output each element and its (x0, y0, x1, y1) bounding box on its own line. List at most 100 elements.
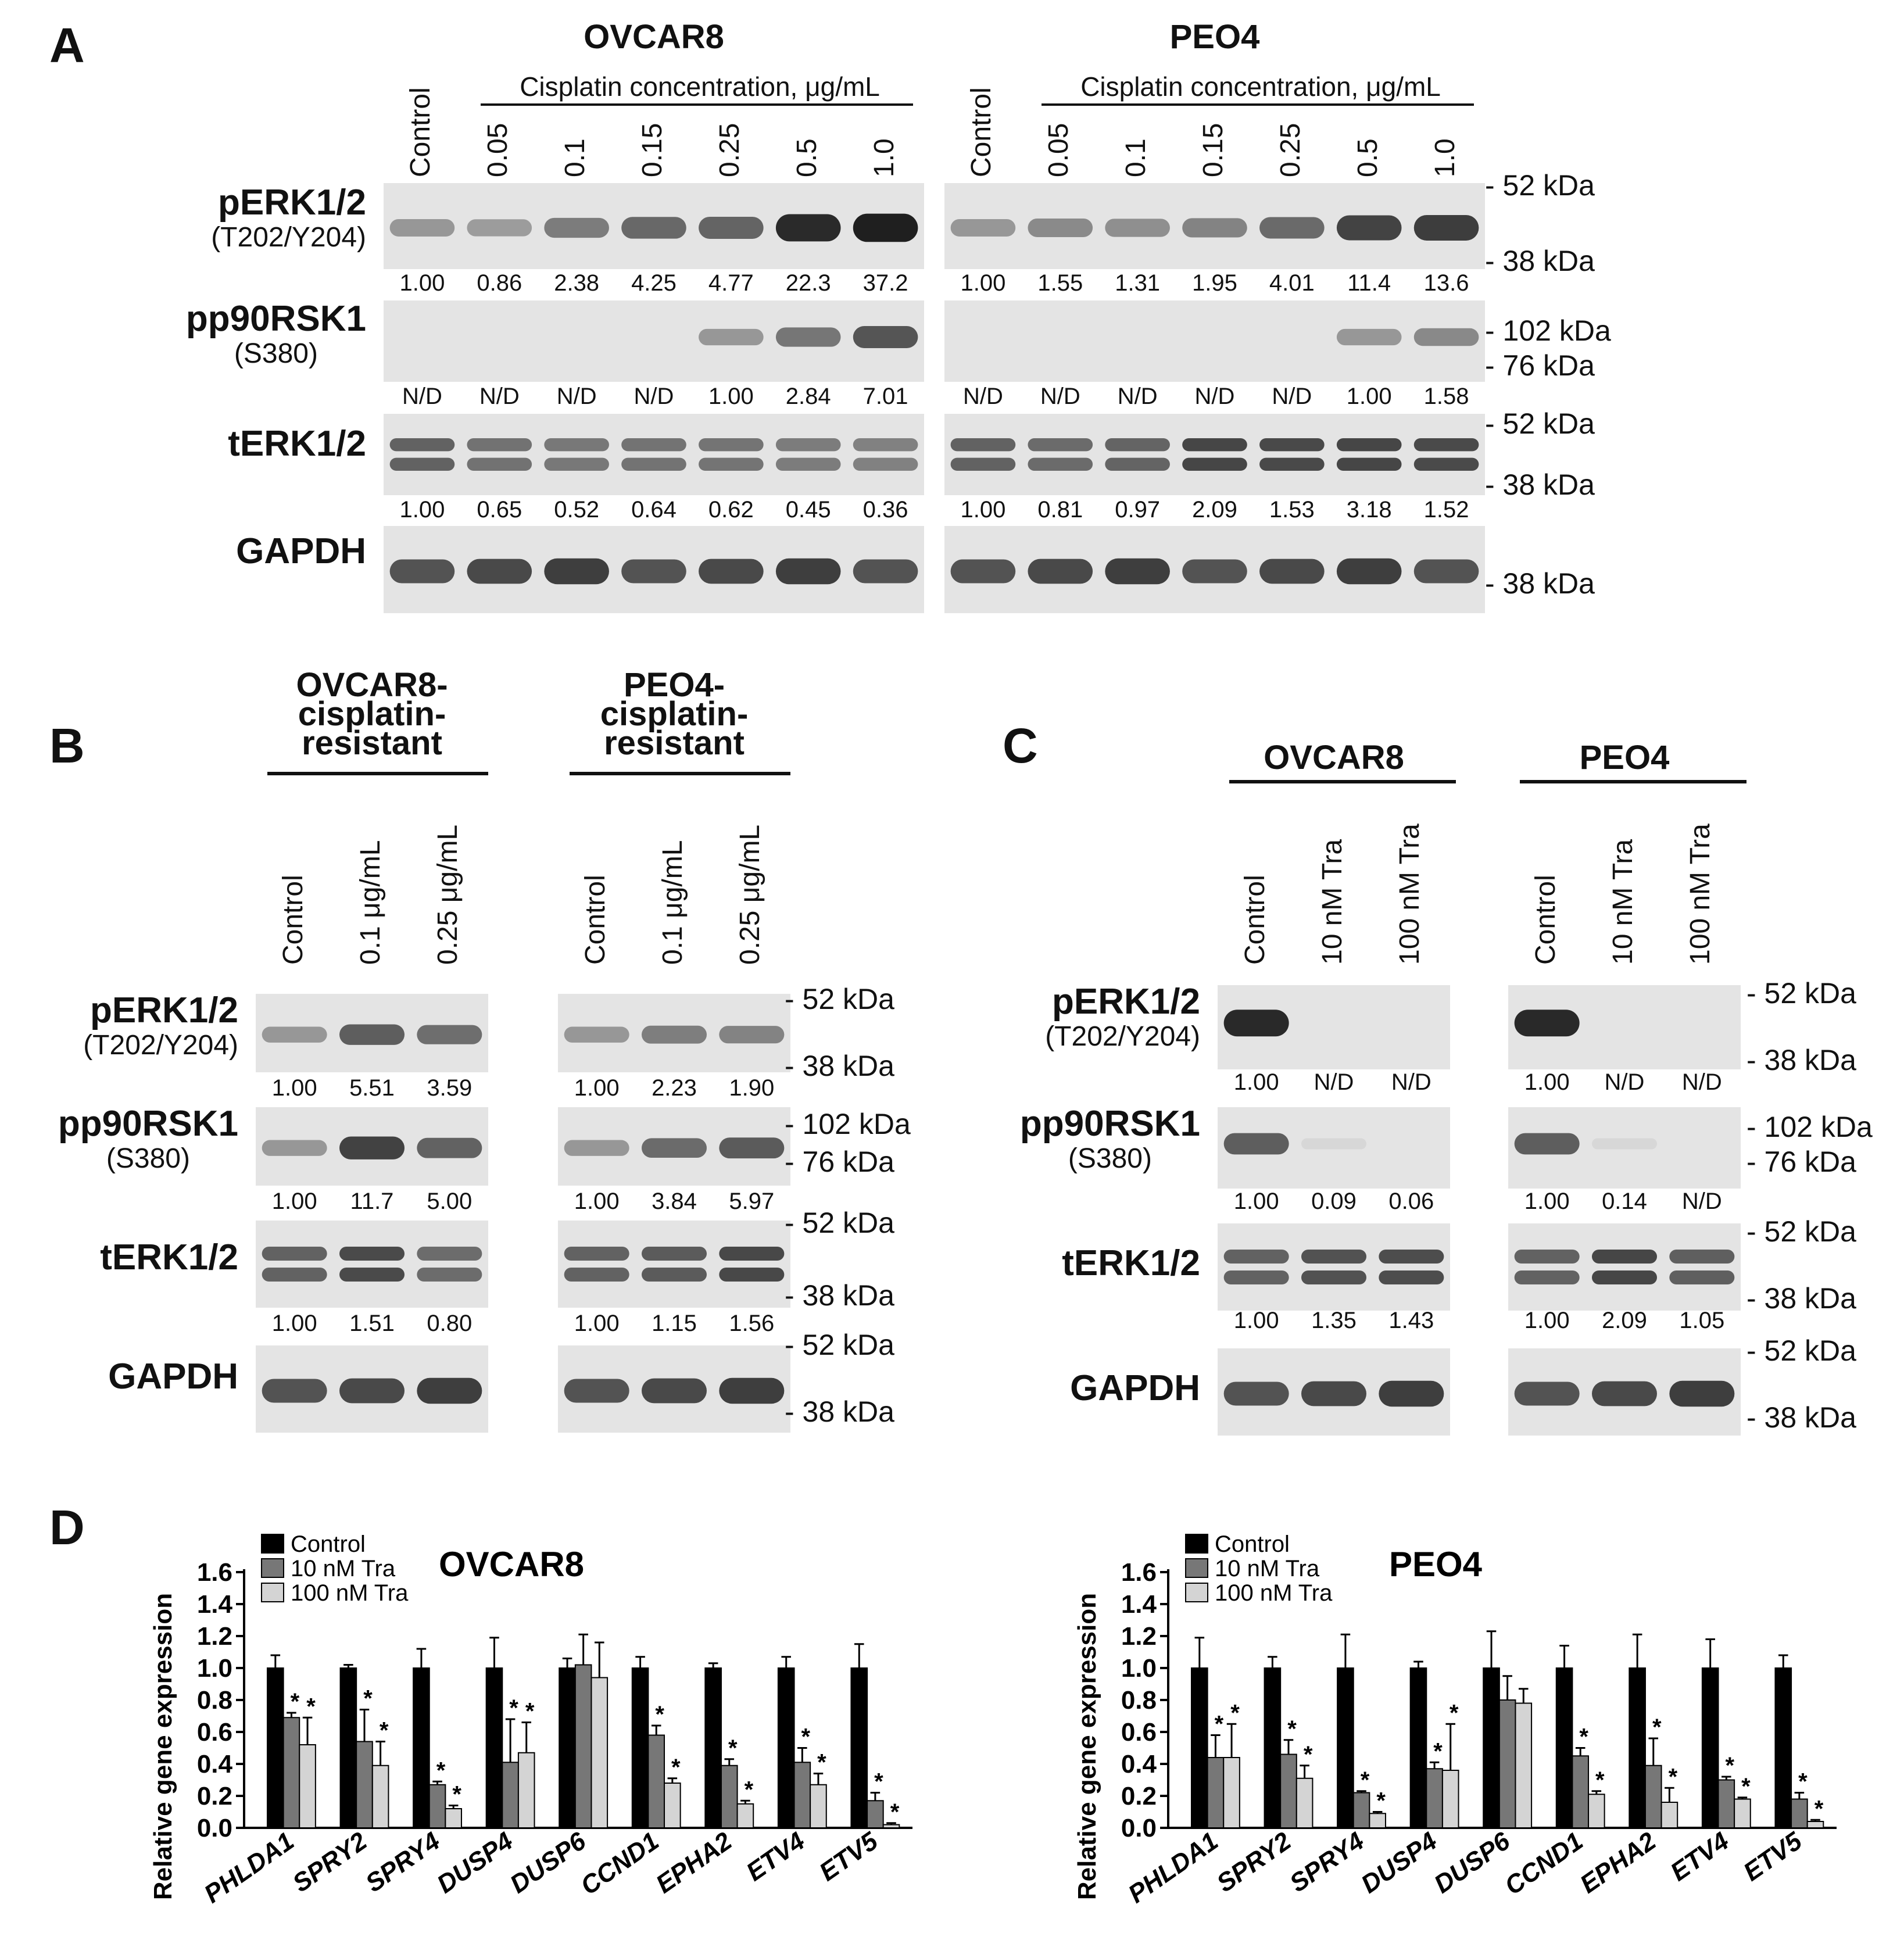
panel-c-rowlabel-2-name: tERK1/2 (1062, 1243, 1200, 1283)
x-tick-label: EPHA2 (651, 1827, 738, 1899)
blot-band (262, 1379, 327, 1403)
blot-band (262, 1247, 327, 1261)
panel-a-lane-1-0: Control (966, 87, 997, 177)
blot-band (262, 1026, 327, 1043)
bar (559, 1667, 576, 1828)
panel-a-rowlabel-0-site: (T202/Y204) (211, 222, 366, 253)
panel-c-blot-0-terk (1218, 1223, 1450, 1311)
significance-mark: * (890, 1799, 900, 1825)
blot-band (1028, 559, 1093, 584)
panel-a-quant-0-prsk-0: N/D (402, 384, 442, 409)
panel-b-rowlabel-3-name: GAPDH (108, 1357, 238, 1397)
bar (850, 1667, 868, 1828)
panel-c-blot-0-prsk (1218, 1107, 1450, 1189)
panel-a-lane-1-5: 0.5 (1352, 138, 1383, 177)
panel-a-quant-0-perk-4: 4.77 (708, 270, 754, 296)
bar (1791, 1798, 1808, 1828)
blot-band (1336, 328, 1402, 346)
bar (590, 1677, 609, 1828)
panel-a-quant-0-prsk-3: N/D (634, 384, 674, 409)
panel-c-quant-1-prsk-2: N/D (1681, 1189, 1722, 1214)
panel-a-quant-0-prsk-6: 7.01 (862, 384, 908, 409)
panel-c-quant-0-terk-0: 1.00 (1233, 1308, 1279, 1333)
panel-b-kda-7: - 38 kDa (785, 1395, 894, 1428)
blot-band (467, 438, 532, 452)
panel-c-rowlabel-0-site: (T202/Y204) (1045, 1021, 1200, 1053)
panel-b-lane-0-2: 0.25 μg/mL (432, 824, 464, 965)
blot-band (1669, 1380, 1735, 1407)
panel-a-quant-1-prsk-2: N/D (1117, 384, 1158, 409)
blot-band (1105, 438, 1170, 452)
panel-b-blot-1-prsk (558, 1107, 790, 1186)
panel-a-rowlabel-1-site: (S380) (234, 338, 318, 370)
panel-b-quant-0-perk-0: 1.00 (271, 1075, 317, 1101)
panel-c-blot-1-perk (1508, 985, 1741, 1069)
panel-c-quant-1-perk-2: N/D (1681, 1069, 1722, 1095)
panel-b-rowlabel-2-name: tERK1/2 (100, 1237, 238, 1277)
panel-a-kda-1: - 38 kDa (1485, 245, 1595, 277)
panel-c-quant-1-prsk-1: 0.14 (1602, 1189, 1647, 1214)
blot-band (1223, 1133, 1289, 1155)
bar (1280, 1753, 1297, 1828)
significance-mark: * (1376, 1788, 1386, 1814)
panel-a-rowlabel-3: GAPDH (236, 531, 366, 571)
blot-band (1413, 457, 1479, 471)
x-tick-label: SPRY2 (288, 1827, 373, 1898)
blot-band (775, 214, 841, 242)
legend-label: 100 nM Tra (291, 1580, 409, 1606)
bar (1483, 1667, 1500, 1828)
panel-b-quant-1-terk-1: 1.15 (652, 1311, 697, 1336)
y-tick-label: 0.0 (1121, 1814, 1157, 1842)
bar (1774, 1667, 1792, 1828)
blot-band (1413, 214, 1479, 241)
bar (445, 1808, 462, 1828)
panel-b-rowlabel-1-name: pp90RSK1 (58, 1104, 238, 1144)
y-tick-label: 0.6 (197, 1718, 232, 1746)
legend-swatch (1185, 1534, 1208, 1554)
panel-b-title-1-0: PEO4- (623, 666, 725, 704)
significance-mark: * (509, 1695, 518, 1721)
panel-b-kda-4: - 52 kDa (785, 1207, 894, 1239)
chart-title: OVCAR8 (439, 1545, 584, 1584)
y-tick-label: 1.0 (197, 1654, 232, 1683)
panel-c-blot-1-prsk (1508, 1107, 1741, 1189)
x-tick-label: SPRY4 (1284, 1827, 1369, 1898)
legend-swatch (261, 1558, 284, 1578)
panel-a-quant-1-perk-0: 1.00 (960, 270, 1006, 296)
y-axis-label: Relative gene expression (1073, 1593, 1101, 1900)
panel-b-blot-1-terk (558, 1221, 790, 1308)
panel-c-quant-0-prsk-1: 0.09 (1311, 1189, 1357, 1214)
x-tick-label: CCND1 (575, 1827, 664, 1901)
chart-title: PEO4 (1389, 1545, 1483, 1584)
panel-c-rowlabel-1: pp90RSK1(S380) (1020, 1104, 1200, 1175)
blot-band (1592, 1381, 1657, 1406)
panel-b-rowlabel-3: GAPDH (108, 1357, 238, 1397)
legend-swatch (261, 1534, 284, 1554)
blot-band (1301, 1250, 1366, 1264)
significance-mark: * (1595, 1767, 1605, 1793)
panel-c-title-1: PEO4 (1579, 739, 1670, 776)
blot-band (642, 1247, 707, 1261)
panel-b-quant-0-terk-1: 1.51 (349, 1311, 395, 1336)
blot-band (1514, 1010, 1580, 1037)
panel-c-quant-1-prsk-0: 1.00 (1524, 1189, 1570, 1214)
blot-band (1028, 457, 1093, 471)
panel-b-lane-0-1: 0.1 μg/mL (355, 840, 386, 965)
significance-mark: * (1433, 1738, 1443, 1764)
significance-mark: * (436, 1758, 446, 1783)
panel-a-rowlabel-3-name: GAPDH (236, 531, 366, 571)
y-tick-label: 1.2 (1121, 1622, 1157, 1651)
bar-chart-svg-1: Relative gene expressionPEO40.00.20.40.6… (1073, 1531, 1837, 1909)
panel-a-quant-0-terk-0: 1.00 (399, 497, 445, 522)
panel-c-blot-0-perk (1218, 985, 1450, 1069)
x-tick-label: DUSP6 (505, 1827, 592, 1899)
panel-a-quant-1-terk-5: 3.18 (1346, 497, 1392, 522)
panel-a-kda-0: - 52 kDa (1485, 169, 1595, 202)
panel-c-rowlabel-0: pERK1/2(T202/Y204) (1045, 982, 1200, 1053)
y-tick-label: 0.0 (197, 1814, 232, 1842)
blot-band (262, 1140, 327, 1156)
bar (371, 1765, 389, 1828)
panel-c-lane-0-0: Control (1239, 875, 1270, 965)
panel-a-lane-1-1: 0.05 (1043, 123, 1075, 177)
y-tick-label: 0.6 (1121, 1718, 1157, 1746)
